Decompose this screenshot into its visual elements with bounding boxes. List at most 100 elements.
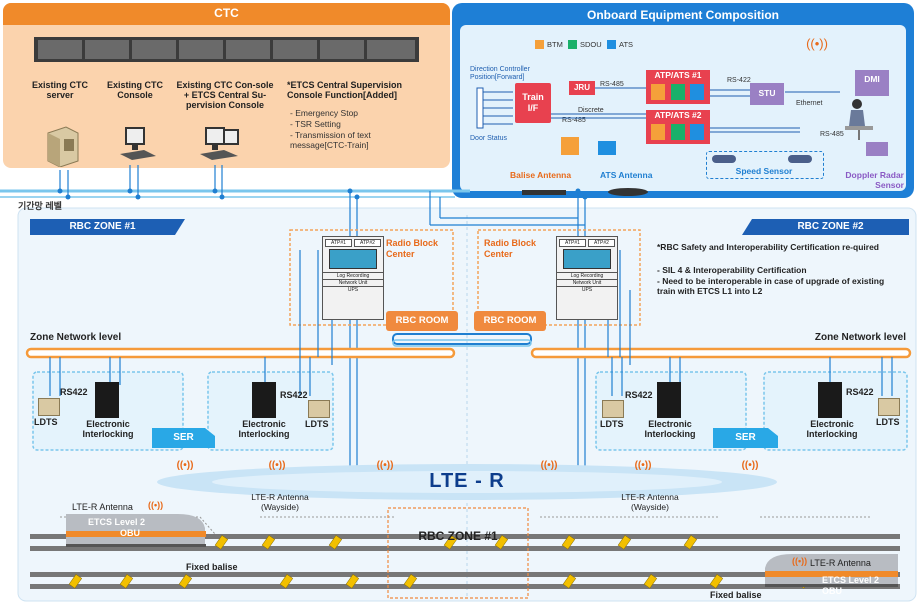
track-zone-label: RBC ZONE #1 bbox=[418, 529, 498, 543]
zone1-ei-b: Electronic Interlocking bbox=[238, 419, 290, 439]
zone1-network-label: Zone Network level bbox=[30, 332, 122, 343]
zone1-ser-box bbox=[152, 428, 215, 448]
rs422-label: RS-422 bbox=[727, 77, 751, 84]
zone2-rbc-rack: ATP#1 ATP#2 Log Recording Network Unit U… bbox=[556, 236, 618, 320]
zone2-rs422-b: RS422 bbox=[846, 387, 874, 397]
ctc-function-1: - Emergency Stop bbox=[290, 108, 359, 118]
zone1-title-tab bbox=[30, 219, 175, 235]
zone1-rack-tag-1: ATP#1 bbox=[325, 239, 352, 247]
zone2-ei-a-icon bbox=[657, 382, 681, 418]
lte-antenna-6-icon: ((•)) bbox=[741, 460, 759, 471]
ats-legend-label: ATS bbox=[619, 40, 634, 49]
ethernet-label: Ethernet bbox=[796, 100, 823, 107]
zone2-cert-item-1: - SIL 4 & Interoperability Certification bbox=[657, 265, 807, 275]
onboard-radio-icon: ((•)) bbox=[806, 36, 828, 51]
btm-legend-label: BTM bbox=[547, 40, 563, 49]
lte-antenna-3-icon: ((•)) bbox=[376, 460, 394, 471]
zone1-rs422-b: RS422 bbox=[280, 390, 308, 400]
zone2-ldts-b-icon bbox=[878, 398, 900, 416]
btm-legend-swatch bbox=[535, 40, 544, 49]
stu-box bbox=[750, 83, 784, 105]
onboard-title: Onboard Equipment Composition bbox=[587, 8, 779, 22]
zone1-ei-a-icon bbox=[95, 382, 119, 418]
zone1-ldts-b: LDTS bbox=[305, 419, 329, 429]
etcs-function-title: *ETCS Central Supervision Console Functi… bbox=[287, 80, 403, 100]
driver-seat-icon bbox=[845, 99, 873, 140]
doppler-label: Doppler Radar Sensor bbox=[845, 170, 904, 190]
zone2-ser-label: SER bbox=[735, 432, 756, 443]
atp1-ats-slot bbox=[690, 84, 704, 100]
ctc-title: CTC bbox=[214, 6, 239, 20]
zone2-rack-monitor bbox=[563, 249, 611, 269]
lte-antenna-4-icon: ((•)) bbox=[540, 460, 558, 471]
zone2-rbc-room-box bbox=[474, 311, 546, 331]
lte-antenna-left-label: LTE-R Antenna (Wayside) bbox=[251, 492, 309, 512]
stu-label: STU bbox=[758, 88, 776, 98]
zone1-ser-label: SER bbox=[173, 432, 194, 443]
fixed-balise-left-label: Fixed balise bbox=[186, 562, 238, 572]
balise-ground-icon bbox=[522, 190, 566, 195]
zone1-rbc-rack: ATP#1 ATP#2 Log Recording Network Unit U… bbox=[322, 236, 384, 320]
ctc-server-label: Existing CTC server bbox=[31, 80, 88, 100]
rs485-label-2: RS-485 bbox=[562, 117, 586, 124]
atp2-label: ATP/ATS #2 bbox=[654, 110, 702, 120]
train-right bbox=[765, 554, 898, 587]
train-if-label: Train I/F bbox=[522, 92, 544, 113]
zone2-rs422-a: RS422 bbox=[625, 390, 653, 400]
balise-antenna-box bbox=[561, 137, 579, 155]
balise-markers bbox=[68, 535, 812, 589]
zone2-rack-row-2: Network Unit bbox=[557, 279, 617, 286]
etcs-console-icon bbox=[200, 127, 239, 160]
etcs-left-label: ETCS Level 2 bbox=[88, 517, 146, 527]
zone2-network-line bbox=[530, 347, 912, 359]
rs485-label-3: RS-485 bbox=[820, 131, 844, 138]
zone2-ldts-b: LDTS bbox=[876, 417, 900, 427]
zone2-rack-tag-2: ATP#2 bbox=[588, 239, 615, 247]
onboard-connections bbox=[551, 87, 840, 133]
lte-antenna-2-icon: ((•)) bbox=[268, 460, 286, 471]
zone1-rack-row-3: UPS bbox=[323, 286, 383, 293]
ats-ground-icon bbox=[608, 188, 648, 196]
atp1-btm-slot bbox=[651, 84, 665, 100]
zone2-title: RBC ZONE #2 bbox=[797, 221, 864, 232]
ctc-console-icon bbox=[120, 127, 156, 160]
zone1-title: RBC ZONE #1 bbox=[69, 221, 136, 232]
ctc-console2-label: Existing CTC Con-sole + ETCS Central Su-… bbox=[176, 80, 274, 110]
obu-left-label: OBU bbox=[120, 528, 140, 538]
ctc-console-label: Existing CTC Console bbox=[106, 80, 163, 100]
zone2-ser-box bbox=[713, 428, 778, 448]
door-status-label: Door Status bbox=[470, 135, 507, 142]
fixed-balise-right-label: Fixed balise bbox=[710, 590, 762, 600]
zone1-ei-b-icon bbox=[252, 382, 276, 418]
zone1-network-line bbox=[25, 347, 456, 359]
ats-legend-swatch bbox=[607, 40, 616, 49]
doppler-box bbox=[866, 142, 888, 156]
ctc-function-3: - Transmission of text message[CTC-Train… bbox=[290, 130, 371, 150]
ctc-server-icon bbox=[47, 126, 79, 167]
backbone-label: 기간망 레벨 bbox=[18, 201, 62, 211]
rbc-area bbox=[17, 207, 917, 602]
speed-sensor-wheel-2 bbox=[788, 155, 812, 163]
zone1-rack-row-2: Network Unit bbox=[323, 279, 383, 286]
direction-label: Direction Controller Position[Forward] bbox=[470, 66, 530, 81]
train-left bbox=[66, 514, 206, 547]
zone1-ldts-a: LDTS bbox=[34, 417, 58, 427]
discrete-label: Discrete bbox=[578, 107, 604, 114]
zone1-ei-a: Electronic Interlocking bbox=[82, 419, 134, 439]
io-connector-icon bbox=[476, 87, 513, 129]
dmi-label: DMI bbox=[864, 74, 880, 84]
zone2-rack-row-3: UPS bbox=[557, 286, 617, 293]
sdou-legend-swatch bbox=[568, 40, 577, 49]
zone2-ldts-a: LDTS bbox=[600, 419, 624, 429]
zone2-ei-b: Electronic Interlocking bbox=[806, 419, 858, 439]
atp2-ats-slot bbox=[690, 124, 704, 140]
jru-box bbox=[569, 81, 595, 95]
speed-sensor-label: Speed Sensor bbox=[735, 166, 793, 176]
zone1-rs422-a: RS422 bbox=[60, 387, 88, 397]
ats-antenna-label: ATS Antenna bbox=[600, 170, 653, 180]
atp2-sdou-slot bbox=[671, 124, 685, 140]
obu-right-label: OBU bbox=[822, 586, 842, 596]
lte-title: LTE - R bbox=[429, 470, 505, 492]
train-if-box bbox=[515, 83, 551, 123]
zone2-ei-b-icon bbox=[818, 382, 842, 418]
